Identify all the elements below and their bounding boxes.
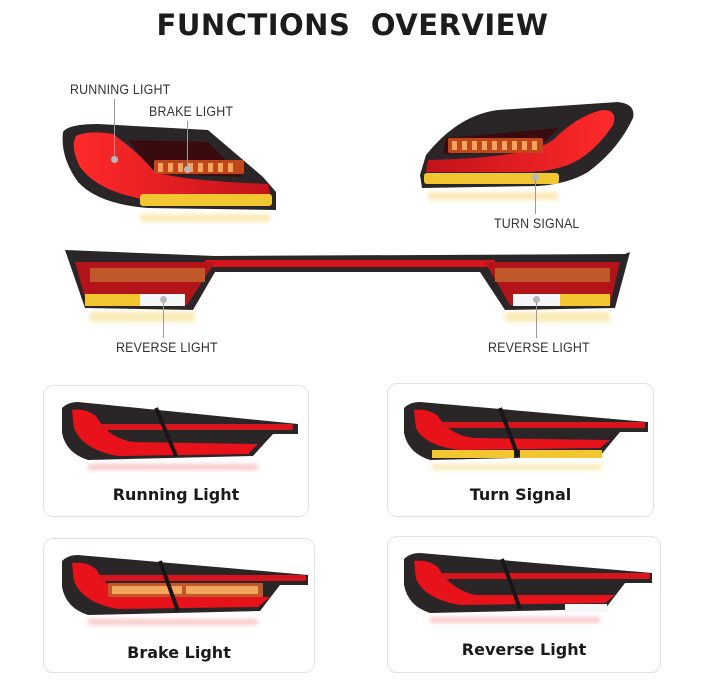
running-light-image [62,402,298,470]
leader-line [536,302,537,338]
leader-line [163,302,164,338]
leader-line [187,121,188,167]
function-card-reverse-light: Reverse Light [387,536,661,673]
card-label: Reverse Light [461,640,587,659]
tail-lamp-right-image [420,102,634,200]
full-rear-light-bar-image [65,250,630,322]
reverse-light-image [404,553,652,623]
callout-brake-light: BRAKE LIGHT [149,104,234,119]
callout-reverse-light-left: REVERSE LIGHT [116,340,218,355]
callout-turn-signal: TURN SIGNAL [494,216,580,231]
card-label: Brake Light [127,643,231,662]
point-marker [160,296,167,303]
leader-line [535,180,536,214]
function-card-running-light: Running Light [43,385,309,517]
brake-light-image [62,555,308,625]
function-card-turn-signal: Turn Signal [387,383,654,517]
turn-signal-image [404,402,648,470]
tail-lamp-left-image [62,124,276,222]
callout-running-light: RUNNING LIGHT [70,82,171,97]
page-title: FUNCTIONS OVERVIEW [156,8,549,42]
point-marker [111,156,118,163]
point-marker [184,166,191,173]
point-marker [533,296,540,303]
leader-line [114,99,115,157]
callout-reverse-light-right: REVERSE LIGHT [488,340,590,355]
card-label: Turn Signal [469,485,572,504]
point-marker [532,174,539,181]
function-card-brake-light: Brake Light [43,538,315,673]
card-label: Running Light [112,485,240,504]
